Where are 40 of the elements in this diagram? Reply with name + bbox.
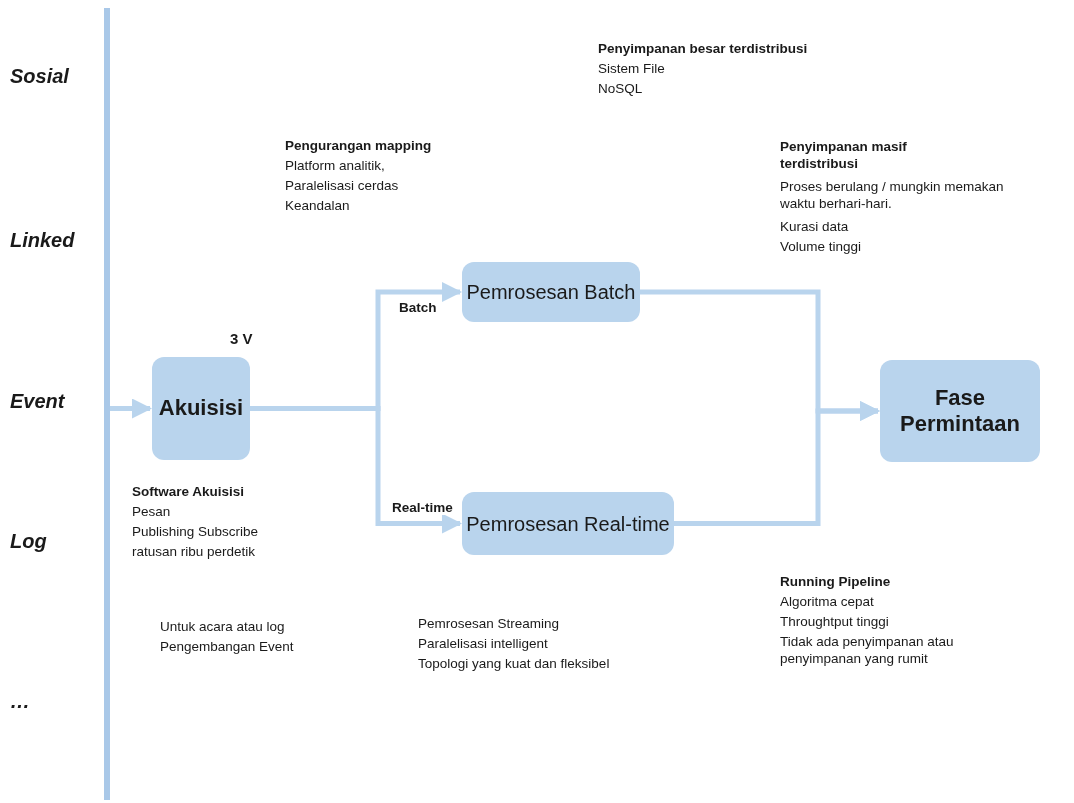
note: NoSQL xyxy=(598,80,644,97)
note: Topologi yang kuat dan fleksibel xyxy=(418,655,611,672)
note: Sistem File xyxy=(598,60,666,77)
note: Publishing Subscribe xyxy=(132,523,260,540)
process-box: Fase Permintaan xyxy=(880,360,1040,462)
source-label: Log xyxy=(10,533,47,550)
note: Proses berulang / mungkin memakan waktu berhari-hari. xyxy=(780,178,1005,212)
note: Kurasi data xyxy=(780,218,850,235)
edge-label: Real-time xyxy=(391,500,454,515)
arrow xyxy=(110,398,152,419)
process-box: Pemrosesan Batch xyxy=(462,262,640,322)
note: Algoritma cepat xyxy=(780,593,875,610)
process-box: Pemrosesan Real-time xyxy=(462,492,674,555)
edge-label: Batch xyxy=(398,300,438,315)
note: Keandalan xyxy=(285,197,351,214)
source-bar xyxy=(104,8,110,800)
process-box: Akuisisi xyxy=(152,357,250,460)
note: Pesan xyxy=(132,503,172,520)
note: Tidak ada penyimpanan atau penyimpanan yang rumit xyxy=(780,633,955,667)
source-label: Event xyxy=(10,393,65,410)
note: Throughtput tinggi xyxy=(780,613,890,630)
arrow xyxy=(250,406,462,534)
source-label: Sosial xyxy=(10,68,69,85)
note: Pengembangan Event xyxy=(160,638,295,655)
heading: Pengurangan mapping xyxy=(285,137,433,154)
heading: Penyimpanan masif terdistribusi xyxy=(780,138,908,172)
note: ratusan ribu perdetik xyxy=(132,543,257,560)
heading: Penyimpanan besar terdistribusi xyxy=(598,40,809,57)
heading: Running Pipeline xyxy=(780,573,892,590)
arrow xyxy=(674,401,880,526)
note: Volume tinggi xyxy=(780,238,863,255)
node-label: 3 V xyxy=(230,330,253,347)
note: Paralelisasi intelligent xyxy=(418,635,549,652)
source-label: … xyxy=(10,693,30,710)
note: Pemrosesan Streaming xyxy=(418,615,561,632)
note: Platform analitik, xyxy=(285,157,386,174)
note: Paralelisasi cerdas xyxy=(285,177,400,194)
source-label: Linked xyxy=(10,232,75,249)
heading: Software Akuisisi xyxy=(132,483,246,500)
note: Untuk acara atau log xyxy=(160,618,286,635)
